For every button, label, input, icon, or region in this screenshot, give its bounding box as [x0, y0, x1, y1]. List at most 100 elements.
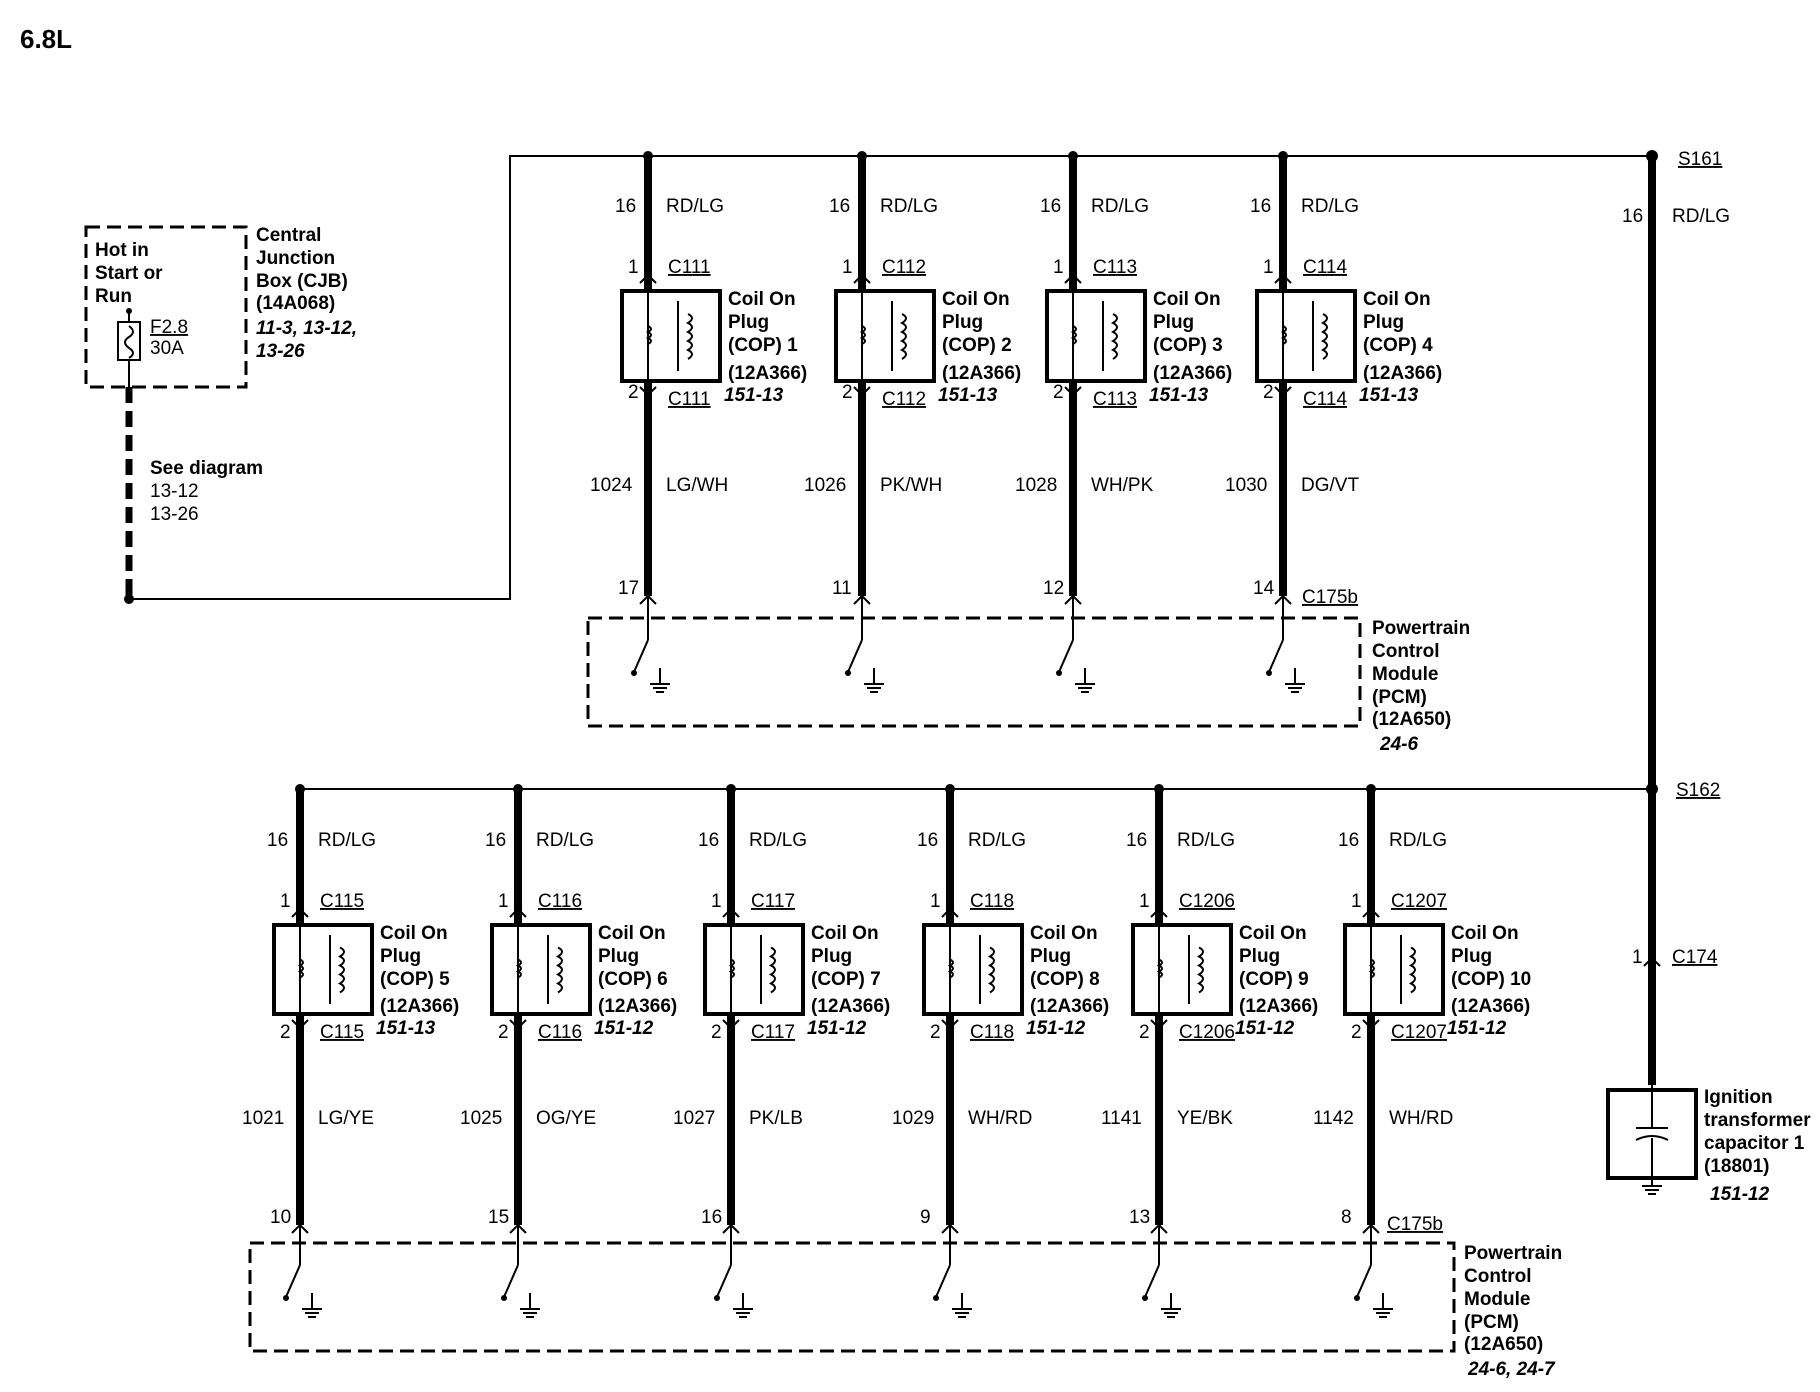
- cjb-name-1: Central: [256, 225, 321, 246]
- splice-dot: [857, 151, 867, 161]
- cjb-ref-2: 13-26: [256, 341, 305, 362]
- feed-color: RD/LG: [1091, 196, 1149, 217]
- pcm-top-name-1: Powertrain: [1372, 618, 1470, 639]
- pcm-bottom-connector: C175b: [1387, 1214, 1443, 1235]
- circuit-number: 1141: [1101, 1108, 1142, 1129]
- primary-winding-icon: [645, 325, 652, 345]
- circuit-number: 1027: [673, 1108, 715, 1129]
- coil-pin-in: 1: [842, 257, 853, 278]
- pcm-pin: 11: [832, 578, 852, 599]
- pcm-bottom-name-2: Control: [1464, 1266, 1532, 1287]
- coil-name-3: (COP) 8: [1030, 969, 1100, 990]
- coil-name-1: Coil On: [598, 923, 666, 944]
- coil-ref: 151-13: [938, 385, 998, 406]
- feed-color: RD/LG: [1389, 830, 1447, 851]
- driver-switch-icon: [1058, 639, 1074, 673]
- coil-connector-out: C118: [970, 1022, 1014, 1043]
- coil-connector-in: C114: [1303, 257, 1347, 278]
- connector-arrow: [291, 1019, 309, 1030]
- capacitor-ref: 151-12: [1710, 1184, 1770, 1205]
- coil-box: [490, 923, 592, 1016]
- pcm-pin: 12: [1043, 578, 1064, 599]
- capacitor-pin: 1: [1632, 947, 1643, 968]
- secondary-winding-icon: [1408, 946, 1416, 994]
- pcm-pin: 17: [618, 578, 639, 599]
- feed-color: RD/LG: [318, 830, 376, 851]
- coil-name-1: Coil On: [811, 923, 879, 944]
- driver-switch-icon: [1268, 639, 1284, 673]
- connector-arrow: [639, 273, 657, 284]
- coil-connector-in: C112: [882, 257, 926, 278]
- coil-box: [1045, 289, 1147, 383]
- central-junction-box: Hot in Start or Run F2.8 30A Central Jun…: [84, 225, 357, 389]
- cjb-name-4: (14A068): [256, 293, 335, 314]
- pcm-top-outline: [586, 616, 1362, 728]
- connector-arrow: [941, 907, 959, 918]
- pcm-bottom-name-3: Module: [1464, 1289, 1531, 1310]
- coil-name-2: Plug: [1030, 946, 1071, 967]
- coil-pin-in: 1: [498, 891, 509, 912]
- primary-winding-icon: [1280, 325, 1287, 345]
- coil-pin-out: 2: [628, 382, 639, 403]
- splice-dot: [295, 784, 305, 794]
- coil-ref: 151-13: [1149, 385, 1209, 406]
- coil-pin-in: 1: [1351, 891, 1362, 912]
- cjb-outline: [84, 225, 248, 389]
- pcm-top-ref: 24-6: [1379, 734, 1418, 755]
- capacitor-name-4: (18801): [1704, 1156, 1770, 1177]
- top-feed-bus: [129, 155, 1652, 600]
- coil-connector-in: C1207: [1391, 891, 1447, 912]
- coil-name-3: (COP) 6: [598, 969, 668, 990]
- driver-switch-icon: [633, 639, 649, 673]
- feed-gauge: 16: [829, 196, 850, 217]
- pcm-bottom-name-1: Powertrain: [1464, 1243, 1562, 1264]
- coil-part: (12A366): [942, 363, 1021, 384]
- circuit-number: 1025: [460, 1108, 502, 1129]
- coil-box: [272, 923, 374, 1016]
- coil-box: [922, 923, 1024, 1016]
- coil-part: (12A366): [728, 363, 807, 384]
- coil-box: [703, 923, 805, 1016]
- connector-arrow: [1274, 273, 1292, 284]
- trunk-gauge: 16: [1622, 206, 1643, 227]
- secondary-winding-icon: [768, 946, 776, 994]
- coil-ref: 151-12: [1447, 1018, 1507, 1039]
- pcm-top-name-5: (12A650): [1372, 709, 1451, 730]
- circuit-color: YE/BK: [1177, 1108, 1233, 1129]
- circuit-color: OG/YE: [536, 1108, 596, 1129]
- coil-connector-out: C115: [320, 1022, 364, 1043]
- coil-connector-out: C112: [882, 389, 926, 410]
- pcm-top: C175b Powertrain Control Module (PCM) (1…: [586, 587, 1470, 755]
- coil-name-2: Plug: [1451, 946, 1492, 967]
- feed-gauge: 16: [917, 830, 938, 851]
- coil-pin-out: 2: [842, 382, 853, 403]
- coil-box: [1255, 289, 1357, 383]
- coil-name-2: Plug: [942, 312, 983, 333]
- circuit-color: WH/PK: [1091, 475, 1154, 496]
- secondary-winding-icon: [1320, 313, 1328, 360]
- coil-pin-out: 2: [1053, 382, 1064, 403]
- cjb-hot-line-1: Hot in: [95, 240, 149, 261]
- feed-gauge: 16: [1040, 196, 1061, 217]
- driver-switch-icon: [503, 1264, 519, 1298]
- feed-color: RD/LG: [880, 196, 938, 217]
- fuse-icon: [117, 321, 141, 361]
- connector-arrow: [1064, 273, 1082, 284]
- capacitor-name-2: transformer: [1704, 1110, 1811, 1131]
- circuit-number: 1142: [1313, 1108, 1354, 1129]
- pcm-bottom-name-4: (PCM): [1464, 1312, 1519, 1333]
- feed-gauge: 16: [1250, 196, 1271, 217]
- pcm-pin: 10: [270, 1207, 291, 1228]
- feed-gauge: 16: [698, 830, 719, 851]
- coil-connector-in: C1206: [1179, 891, 1235, 912]
- coil-connector-out: C1207: [1391, 1022, 1447, 1043]
- capacitor-name-1: Ignition: [1704, 1087, 1773, 1108]
- coil-part: (12A366): [811, 996, 890, 1017]
- connector-arrow: [941, 1019, 959, 1030]
- connector-arrow: [291, 907, 309, 918]
- secondary-winding-icon: [899, 313, 907, 360]
